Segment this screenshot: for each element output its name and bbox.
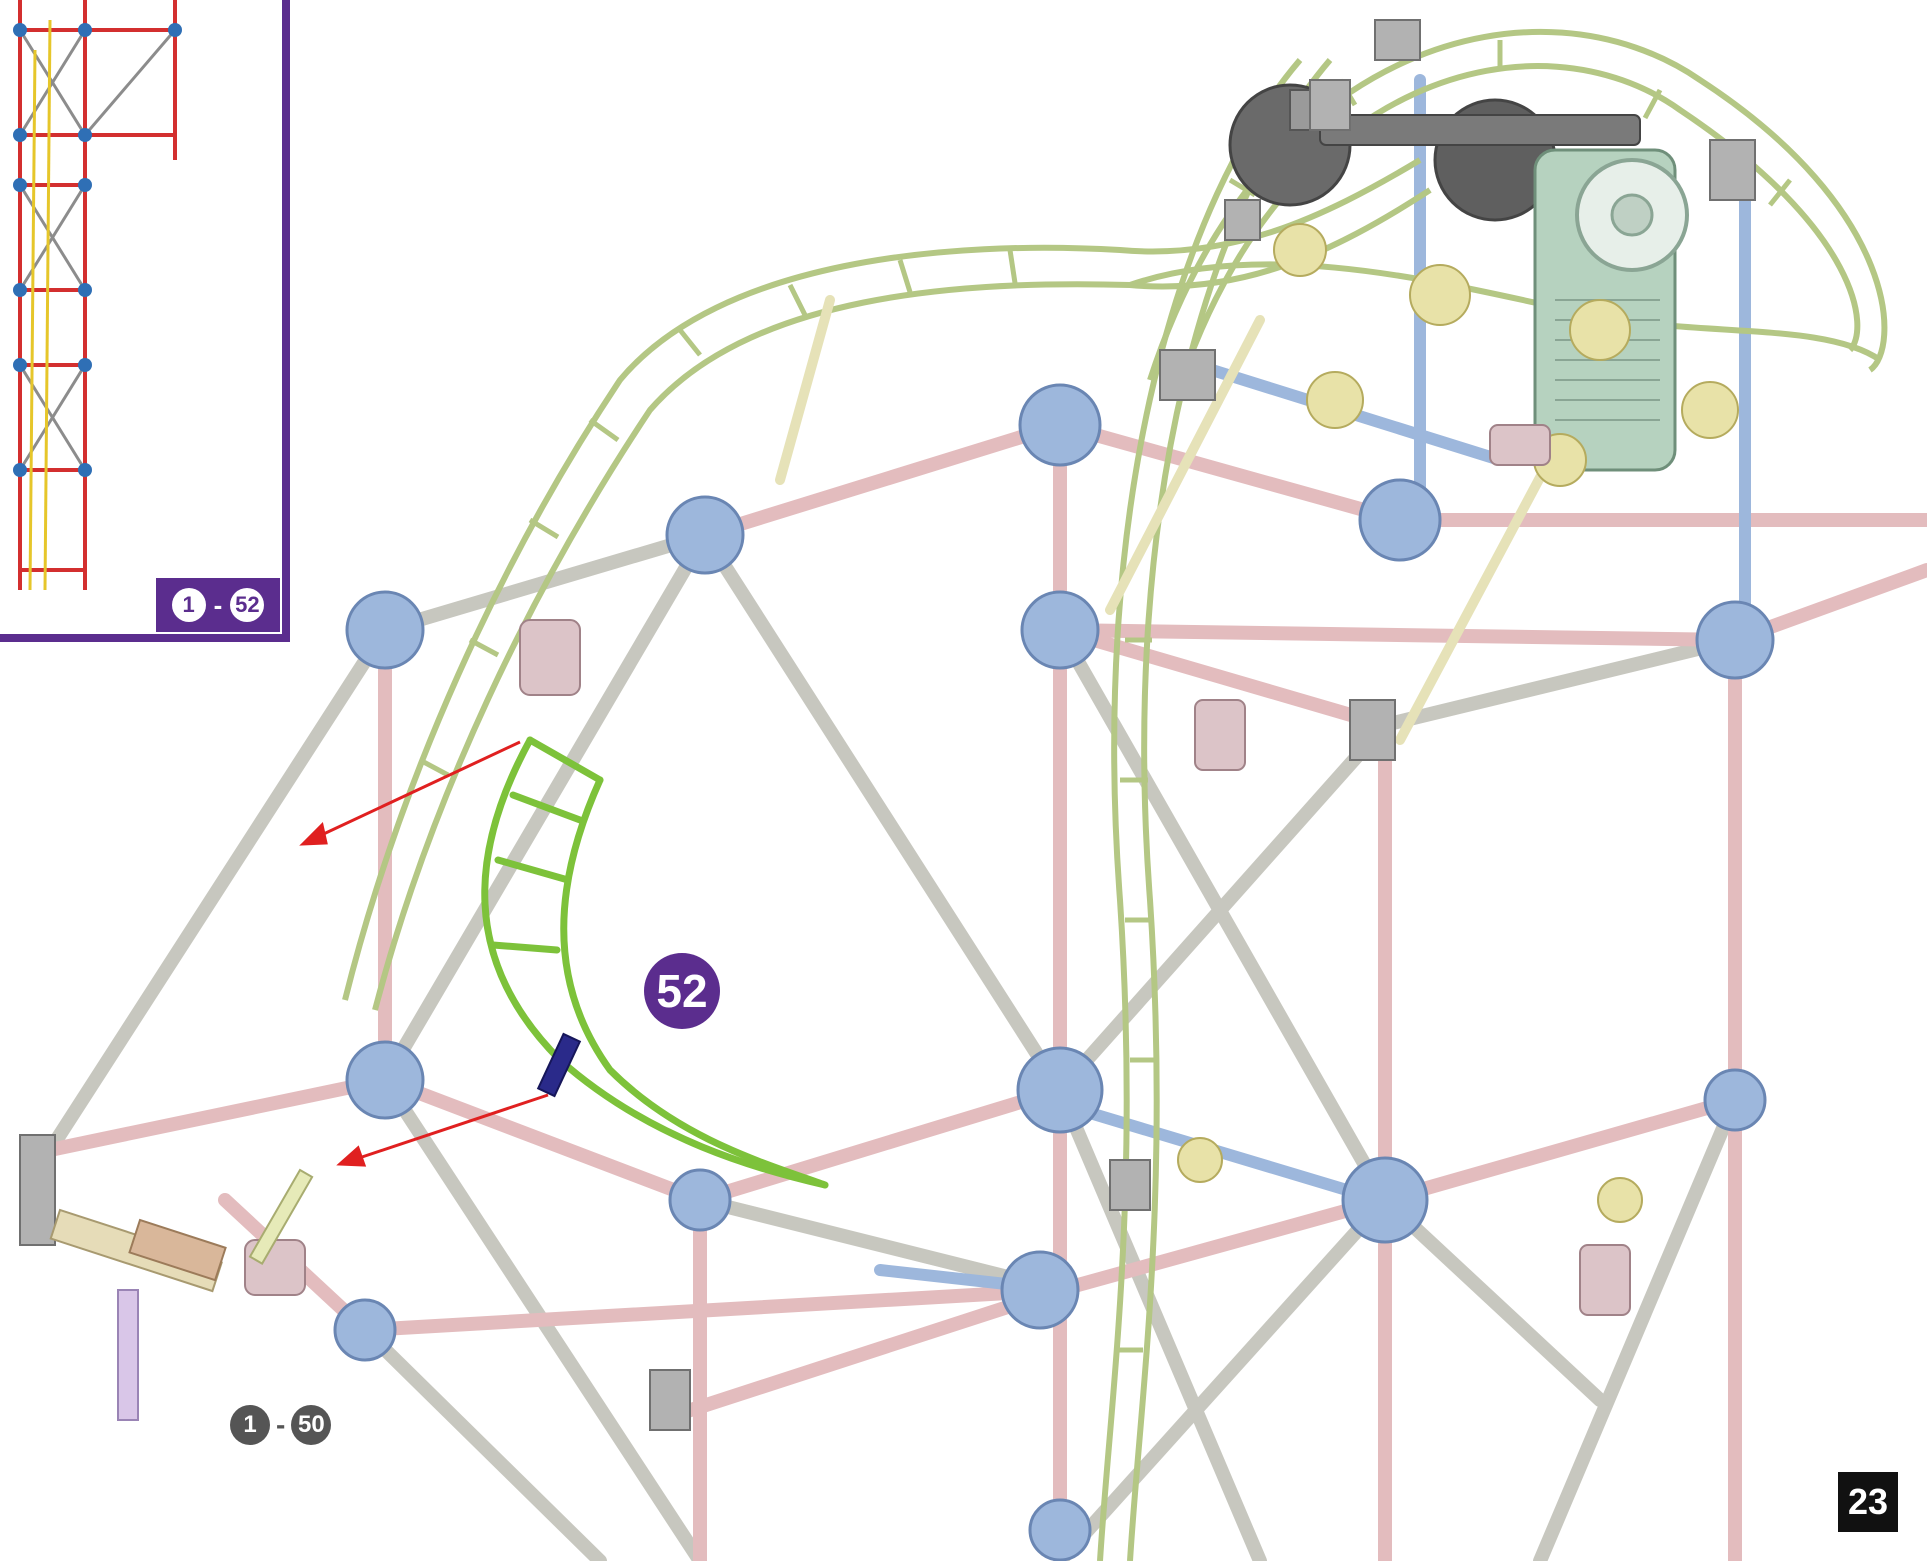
range-separator: - xyxy=(276,1409,286,1440)
blue-hub-connectors xyxy=(333,383,1775,1561)
inset-from-step: 1 xyxy=(171,588,206,622)
inset-tower-thumbnail xyxy=(13,0,182,591)
blue-track-clip xyxy=(536,1032,582,1098)
inset-separator: - xyxy=(213,589,223,620)
range-to-step: 50 xyxy=(291,1405,332,1445)
coaster-track-pale-rungs xyxy=(418,40,1792,1353)
page-number: 23 xyxy=(1838,1472,1898,1532)
previous-steps-inset: 1 - 52 xyxy=(0,0,290,642)
frame-gray-diagonals xyxy=(43,528,1742,1561)
frame-pink-rods xyxy=(43,418,1927,1561)
completed-steps-label: 1 - 50 xyxy=(230,1405,332,1445)
gray-connectors xyxy=(19,19,1756,1431)
current-step-number: 52 xyxy=(644,953,720,1029)
range-from-step: 1 xyxy=(230,1405,270,1445)
inset-step-range-badge: 1 - 52 xyxy=(156,578,280,632)
tower-supports xyxy=(775,295,1565,745)
yellow-connectors xyxy=(1177,223,1739,1223)
inset-to-step: 52 xyxy=(230,588,265,622)
placement-arrows xyxy=(299,740,549,1167)
lower-left-rods xyxy=(49,1168,314,1421)
